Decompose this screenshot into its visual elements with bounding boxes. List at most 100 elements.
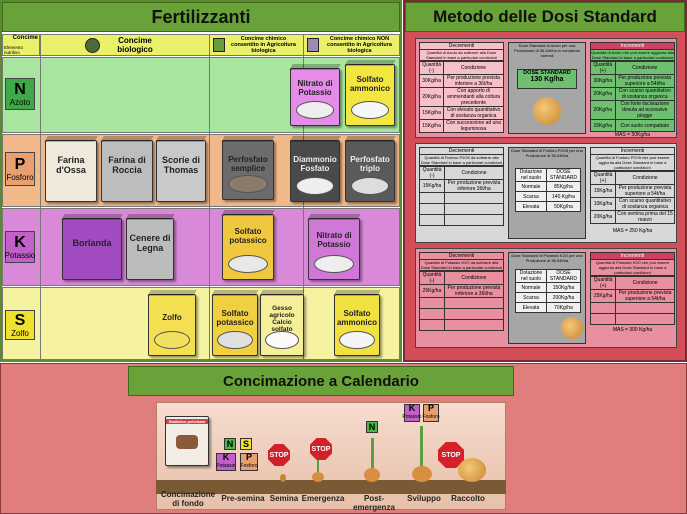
bag-label: Solfato ammonico (336, 309, 377, 327)
col-divider (40, 34, 41, 360)
element-s-symbol: S (14, 311, 26, 329)
th: Condizione (614, 61, 676, 75)
potassio-mas: MAS = 300 Kg/ha (612, 327, 653, 333)
fosforo-dec-desc: Quantità di Fosforo P2O5 da sottrarre al… (419, 155, 504, 166)
bag-pile (217, 331, 253, 349)
col-divider (209, 34, 210, 360)
col-biologico-label: Concime biologico (117, 36, 153, 54)
cell: 85Kg/ha (545, 181, 582, 192)
metodo-azoto-block: Decrementi Quantità di Azoto da sottrarr… (415, 38, 677, 138)
fosforo-dec-title: Decrementi (419, 147, 504, 155)
cell: 200Kg/ha (545, 292, 582, 303)
cell (418, 214, 446, 226)
bag-label: Farina d'Ossa (56, 155, 86, 175)
fosforo-inc-title: Incrementi (590, 147, 675, 155)
bag-top (307, 214, 361, 220)
azoto-decrementi: Decrementi Quantità di Azoto da sottrarr… (418, 42, 504, 133)
element-k-symbol: K (14, 233, 26, 251)
cell: 20Kg/ha (418, 87, 445, 107)
bag-top (147, 290, 197, 296)
potassio-dec-title: Decrementi (419, 252, 504, 260)
row-zolfo (2, 287, 400, 360)
potassio-dec-desc: Quantità di Potassio K2O da sottrarre al… (419, 260, 504, 271)
bag-label: Scorie di Thomas (161, 155, 200, 175)
fosforo-incrementi: Incrementi Quantità di Fosforo P2O5 che … (589, 147, 675, 234)
th: DOSE STANDARD (545, 269, 582, 283)
bag-pile (228, 255, 268, 273)
cell: 30Kg/ha (418, 74, 445, 88)
onion-small-icon (312, 472, 324, 482)
azoto-inc-desc: Quantità di Azoto che può essere aggiunt… (590, 50, 675, 61)
cell: 140 Kg/ha (545, 191, 582, 202)
cell: 20Kg/ha (590, 100, 616, 120)
bag-label: Nitrato di Potassio (316, 231, 352, 249)
cell: Con scarso quantitativo di sostanza orga… (614, 87, 676, 101)
th: Quantità (+) (589, 171, 617, 185)
badge-k-sym: K (408, 403, 416, 413)
seed-icon (280, 474, 286, 482)
cell (589, 313, 617, 325)
stage-pre-semina: Pre-semina (221, 494, 265, 503)
bag-borlanda: Borlanda (61, 214, 123, 280)
bag-pile (314, 255, 354, 273)
bag-pile (350, 177, 390, 195)
element-p-symbol: P (14, 155, 26, 173)
bag-top (221, 136, 275, 142)
bag-solfato-potassico-s: Solfato potassico (211, 290, 259, 356)
onion-small-icon (364, 468, 380, 482)
badge-k-name: Potassio (402, 414, 422, 420)
element-n-name: Azoto (9, 97, 31, 107)
bag-solfato-ammonico-n: Solfato ammonico (344, 60, 396, 126)
bag-pile (295, 177, 335, 195)
stage-sviluppo: Sviluppo (407, 494, 441, 503)
th: Condizione (443, 271, 505, 285)
badge-p-sym: P (427, 403, 434, 413)
bag-label: Stallatico pellettato (166, 419, 208, 424)
cell (443, 297, 505, 309)
element-s: S Zolfo (5, 310, 35, 340)
badge-p-name: Fosforo (240, 463, 258, 469)
th: Condizione (615, 171, 675, 185)
azoto-mas: MAS = 50Kg/ha (614, 132, 651, 138)
element-n-symbol: N (14, 80, 26, 98)
bag-solfato-potassico-k: Solfato potassico (221, 210, 275, 280)
cell: Elevata (515, 201, 547, 212)
stop-sign-icon: STOP (310, 438, 332, 460)
cell: Per produzione prevista inferiore a 36t/… (443, 74, 504, 88)
col-chimico-ok-label: Concime chimico consentito in Agricoltur… (231, 36, 296, 54)
bag-top (289, 64, 341, 70)
header-concime: Concime (12, 35, 38, 41)
bag-pile (339, 331, 375, 349)
bag-label: Nitrato di Potassio (297, 79, 333, 97)
cell (444, 214, 504, 226)
fosforo-decrementi: Decrementi Quantità di Fosforo P2O5 da s… (418, 147, 504, 226)
bag-top (259, 290, 305, 296)
azoto-inc-title: Incrementi (590, 42, 675, 50)
cell: 20Kg/ha (590, 87, 616, 101)
cell: Per produzione prevista inferiore 36t/ha (444, 179, 504, 193)
cell: Normale (515, 282, 547, 293)
badge-s-sym: S (242, 438, 249, 449)
cell: Per produzione prevista superiore a 54t/… (614, 74, 676, 88)
azoto-dose: Dose Standard di Azoto per una Produzion… (508, 42, 586, 134)
sprout-icon (317, 460, 319, 474)
azoto-dose-label: DOSE STANDARD (523, 70, 571, 76)
stage-concimazione-fondo: Concimazione di fondo (160, 490, 216, 508)
cell: 25Kg/ha (419, 284, 445, 298)
cell: Elevata (515, 302, 547, 313)
bag-stallatico: Stallatico pellettato (165, 416, 209, 466)
header-elemento: Elemento nutritivo (4, 45, 24, 55)
cell: 15Kg/ha (418, 119, 445, 133)
bag-label: Solfato ammonico (349, 75, 390, 93)
element-p: P Fosforo (5, 152, 35, 186)
metodo-title: Metodo delle Dosi Standard (405, 2, 685, 32)
cell: Per produzione prevista superiore a 54t/… (615, 184, 675, 198)
badge-k-name: Potassio (216, 463, 236, 469)
